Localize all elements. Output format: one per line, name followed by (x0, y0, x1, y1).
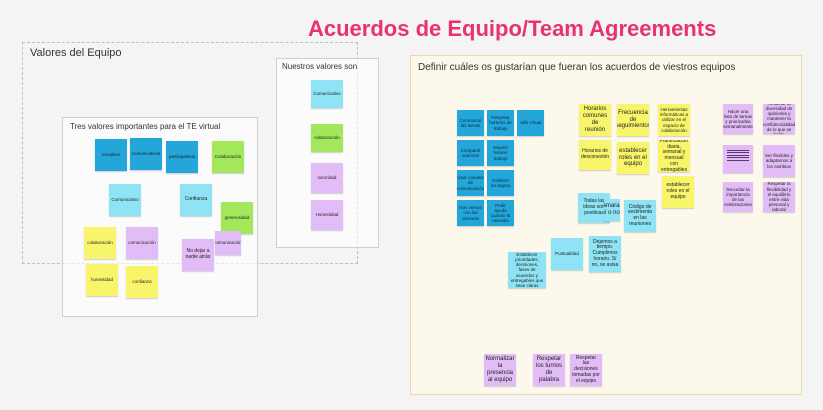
sticky-note[interactable]: Cámaras? Sí o no? (604, 199, 620, 221)
sticky-note[interactable]: Colaboración (212, 141, 244, 173)
sticky-note[interactable]: Nos vemos con las cámaras (457, 200, 484, 226)
frame-label-definir: Definir cuáles os gustarían que fueran l… (418, 62, 736, 73)
sticky-note[interactable]: colaboración (311, 124, 343, 152)
sticky-note[interactable]: cafe virtual (517, 110, 544, 136)
sticky-note[interactable]: Horarios comunes de reunión (579, 104, 611, 136)
sticky-note[interactable]: colaboración (84, 227, 116, 259)
sticky-note[interactable]: participativos (166, 141, 198, 173)
sticky-note-scribble[interactable] (723, 145, 753, 173)
sticky-note[interactable]: Código de vestimenta en las reuniones (624, 200, 656, 232)
frame-label-valores: Valores del Equipo (30, 47, 122, 59)
sticky-note[interactable]: Herramientas informáticas a utilizar en … (658, 104, 690, 136)
sticky-note[interactable]: Respetar la flexibilidad y el equilibrio… (763, 182, 795, 212)
sticky-note[interactable]: comunicación (215, 231, 241, 255)
sticky-note[interactable]: Recordar la importancia de las celebraci… (723, 182, 753, 212)
sticky-note[interactable]: sororidad (311, 163, 343, 193)
sticky-note[interactable]: Confianza (180, 184, 212, 216)
sticky-note[interactable]: Frecuencia de seguimientos (617, 104, 649, 136)
sticky-note[interactable]: Pedir ayuda cuando la necesito (487, 200, 514, 226)
sticky-note[interactable]: Ser flexibles y adaptarnos a los cambios (763, 145, 795, 177)
sticky-note[interactable]: confianza (126, 266, 158, 298)
frame-label-tres: Tres valores importantes para el TE virt… (70, 122, 221, 131)
sticky-note[interactable]: Normalizar la presencia al equipo (484, 354, 516, 386)
sticky-note[interactable]: Comunicar las tareas (457, 110, 484, 136)
sticky-note[interactable]: comunicativos (130, 138, 162, 170)
sticky-note[interactable]: Respetar la diversidad de opiniones y ma… (763, 104, 795, 134)
sticky-note[interactable]: generosidad (221, 202, 253, 234)
sticky-note[interactable]: Respetar los turnos de palabra (533, 354, 565, 386)
sticky-note[interactable]: respeto horario trabajo (487, 140, 514, 166)
sticky-note[interactable]: Horarios de desconexión (579, 140, 611, 170)
sticky-note[interactable]: No dejar a nadie atrás (182, 239, 214, 271)
sticky-note[interactable]: comunicación (126, 227, 158, 259)
sticky-note[interactable]: Compartir avances (457, 140, 484, 166)
sticky-note[interactable]: Respetar horarios de trabajo (487, 110, 514, 136)
sticky-note[interactable]: Puntualidad (551, 238, 583, 270)
sticky-note[interactable]: Comunicativo (109, 184, 141, 216)
sticky-note[interactable]: Usar canales de comunicación (457, 170, 484, 196)
page-title: Acuerdos de Equipo/Team Agreements (308, 16, 717, 41)
sticky-note[interactable]: establecer roles en el equipo (617, 142, 649, 174)
sticky-note[interactable]: Planificación diaria, semanal y mensual … (658, 140, 690, 172)
frame-label-nuestros: Nuestros valores son (282, 62, 358, 71)
sticky-note[interactable]: Honestidad (311, 200, 343, 230)
sticky-note[interactable]: establecer roles en el equipo (662, 176, 694, 208)
sticky-note[interactable]: Hacer una lista de tareas y priorizarlas… (723, 104, 753, 134)
sticky-note[interactable]: Dejemos a tiempo. Cumplimos horario. Sí … (589, 236, 621, 272)
sticky-note[interactable]: Establecer prioridades, decisiones, fase… (508, 252, 546, 288)
sticky-note[interactable]: Celebrar los logros (487, 170, 514, 196)
sticky-note[interactable]: honestidad (86, 264, 118, 296)
sticky-note[interactable]: receptive (95, 139, 127, 171)
sticky-note[interactable]: Respetar las decisiones tomadas por el e… (570, 354, 602, 386)
sticky-note[interactable]: Comunicativo (311, 80, 343, 108)
